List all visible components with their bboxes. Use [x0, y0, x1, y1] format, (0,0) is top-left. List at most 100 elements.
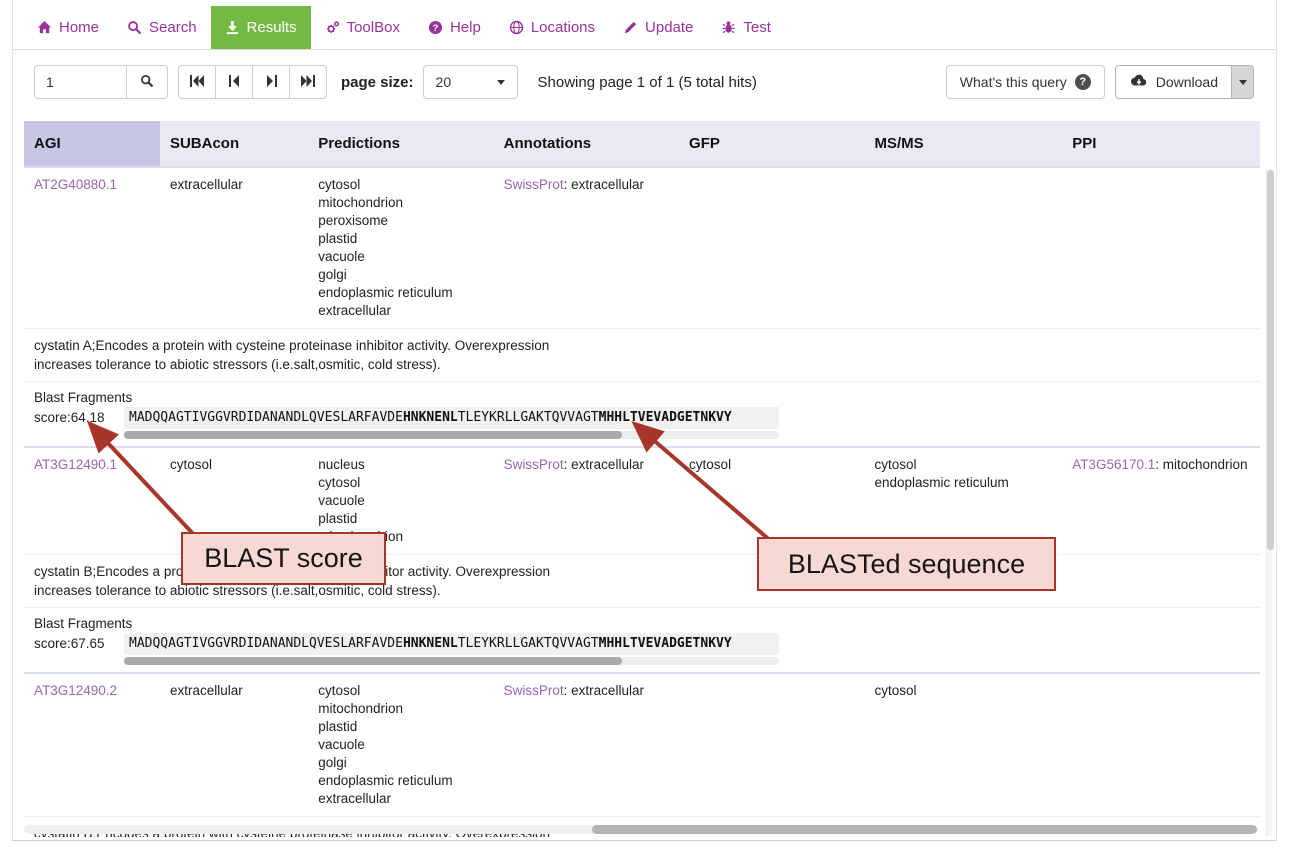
annotations-cell: SwissProt: extracellular: [493, 166, 680, 329]
column-header-annotations[interactable]: Annotations: [493, 121, 680, 168]
ppi-cell: AT3G56170.1: mitochondrion: [1062, 446, 1260, 555]
agi-link[interactable]: AT3G12490.1: [34, 457, 118, 472]
msms-cell: cytosol endoplasmic reticulum: [864, 446, 1063, 555]
blast-sequence: MADQQAGTIVGGVRDIDANANDLQVESLARFAVDEHNKNE…: [124, 407, 779, 429]
page-size-select[interactable]: 20: [422, 65, 518, 99]
gfp-cell: [679, 166, 865, 329]
page-size-label: page size:: [341, 73, 414, 91]
prev-page-icon: [228, 74, 240, 90]
top-nav: Home Search Results ToolBox ? Help Locat…: [13, 0, 1276, 50]
description-row: cystatin A;Encodes a protein with cystei…: [24, 328, 1260, 382]
help-circle-icon: ?: [428, 20, 443, 35]
column-header-agi[interactable]: AGI: [24, 121, 160, 168]
search-icon: [140, 74, 154, 91]
download-button[interactable]: Download: [1114, 65, 1232, 99]
description-row: cystatin B;Encodes a protein with cystei…: [24, 554, 1260, 608]
nav-item-toolbox[interactable]: ToolBox: [311, 6, 414, 49]
column-header-msms[interactable]: MS/MS: [864, 121, 1063, 168]
sequence-scrollbar-track: [124, 431, 779, 439]
nav-item-results[interactable]: Results: [210, 6, 311, 49]
column-header-subacon[interactable]: SUBAcon: [159, 121, 309, 168]
pencil-icon: [623, 20, 638, 35]
subacon-cell: cytosol: [159, 446, 309, 555]
go-to-page-button[interactable]: [126, 65, 168, 99]
results-table-area: AGI SUBAcon Predictions Annotations GFP …: [24, 121, 1274, 837]
msms-cell: cytosol: [864, 672, 1063, 817]
horizontal-scrollbar-thumb[interactable]: [591, 825, 1257, 834]
nav-label: Locations: [530, 19, 596, 36]
nav-item-update[interactable]: Update: [609, 6, 707, 49]
subacon-cell: extracellular: [159, 166, 309, 329]
nav-label: Home: [59, 19, 100, 36]
predictions-cell: nucleus cytosol vacuole plastid mitochon…: [308, 446, 494, 555]
table-header-row: AGI SUBAcon Predictions Annotations GFP …: [24, 121, 1260, 168]
nav-item-locations[interactable]: Locations: [495, 6, 609, 49]
nav-label: Help: [449, 19, 481, 36]
prev-page-button[interactable]: [215, 65, 253, 99]
nav-item-help[interactable]: ? Help: [414, 6, 495, 49]
annotation-value: : extracellular: [563, 177, 644, 192]
horizontal-scrollbar-track: [24, 825, 1258, 834]
ppi-value: : mitochondrion: [1155, 457, 1248, 472]
table-row: AT2G40880.1 extracellular cytosol mitoch…: [24, 166, 1260, 329]
blast-score-value: score:67.65: [34, 636, 105, 651]
chevron-down-icon: [1238, 79, 1247, 85]
download-dropdown-button[interactable]: [1231, 65, 1254, 99]
globe-icon: [509, 20, 524, 35]
nav-item-search[interactable]: Search: [113, 6, 211, 49]
column-header-predictions[interactable]: Predictions: [308, 121, 494, 168]
ppi-cell: [1062, 166, 1260, 329]
gene-description: cystatin B;Encodes a protein with cystei…: [34, 564, 550, 598]
nav-item-home[interactable]: Home: [23, 6, 113, 49]
gears-icon: [325, 20, 340, 35]
next-page-icon: [266, 74, 277, 90]
column-header-ppi[interactable]: PPI: [1062, 121, 1260, 168]
agi-link[interactable]: AT3G12490.2: [34, 683, 118, 698]
whats-this-query-button[interactable]: What's this query ?: [945, 65, 1105, 99]
blast-fragments-label: Blast Fragments: [34, 390, 133, 405]
swissprot-link[interactable]: SwissProt: [503, 683, 564, 698]
blast-fragments-label: Blast Fragments: [34, 616, 133, 631]
next-page-button[interactable]: [252, 65, 290, 99]
results-table-clip: AGI SUBAcon Predictions Annotations GFP …: [24, 121, 1260, 837]
first-page-button[interactable]: [178, 65, 216, 99]
showing-status-text: Showing page 1 of 1 (5 total hits): [537, 73, 757, 91]
toolbar-right-group: What's this query ? Download: [945, 65, 1254, 99]
blast-score-value: score:64.18: [34, 410, 105, 425]
gfp-cell: [679, 672, 865, 817]
page-number-input[interactable]: [34, 65, 126, 99]
table-row: AT3G12490.2 extracellular cytosol mitoch…: [24, 672, 1260, 817]
annotation-value: : extracellular: [563, 457, 644, 472]
gfp-cell: cytosol: [679, 446, 865, 555]
last-page-button[interactable]: [289, 65, 327, 99]
question-circle-icon: ?: [1074, 74, 1091, 90]
nav-label: Update: [645, 19, 694, 36]
results-table: AGI SUBAcon Predictions Annotations GFP …: [24, 121, 1260, 837]
nav-item-test[interactable]: Test: [707, 6, 785, 49]
blast-fragments-row: Blast Fragments score:64.18 MADQQAGTIVGG…: [24, 381, 1260, 447]
results-toolbar: page size: 20 Showing page 1 of 1 (5 tot…: [13, 50, 1276, 113]
vertical-scrollbar-track: [1266, 170, 1274, 836]
msms-cell: [864, 166, 1063, 329]
predictions-cell: cytosol mitochondrion plastid vacuole go…: [308, 672, 494, 817]
sequence-scrollbar-track: [124, 657, 779, 665]
home-icon: [37, 20, 52, 35]
swissprot-link[interactable]: SwissProt: [503, 177, 564, 192]
sequence-scrollbar-thumb[interactable]: [124, 431, 622, 439]
nav-label: Search: [149, 19, 197, 36]
ppi-link[interactable]: AT3G56170.1: [1072, 457, 1156, 472]
vertical-scrollbar-thumb[interactable]: [1267, 170, 1274, 550]
whats-query-label: What's this query: [959, 74, 1067, 90]
page-size-value: 20: [435, 74, 452, 90]
column-header-gfp[interactable]: GFP: [679, 121, 865, 168]
agi-link[interactable]: AT2G40880.1: [34, 177, 118, 192]
nav-label: Test: [743, 19, 771, 36]
swissprot-link[interactable]: SwissProt: [503, 457, 564, 472]
annotations-cell: SwissProt: extracellular: [493, 672, 680, 817]
download-results-icon: [225, 20, 240, 35]
search-icon: [127, 20, 142, 35]
annotations-cell: SwissProt: extracellular: [493, 446, 680, 555]
first-page-icon: [190, 74, 204, 90]
sequence-scrollbar-thumb[interactable]: [124, 657, 622, 665]
